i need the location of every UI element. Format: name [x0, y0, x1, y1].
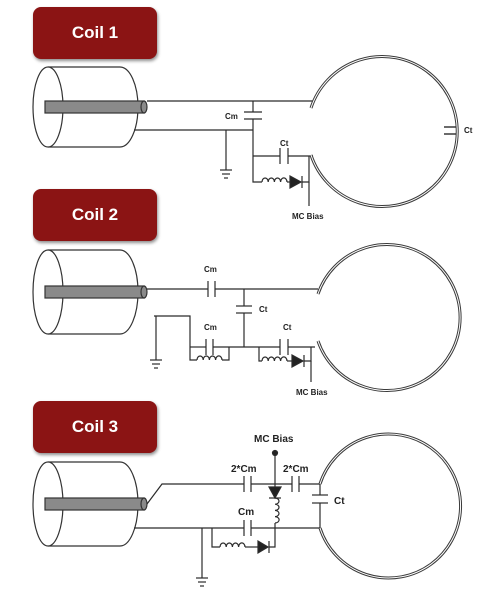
coil-2-circuit [32, 243, 462, 392]
capacitor-icon [205, 339, 214, 355]
coil-2-title: Coil 2 [33, 189, 157, 241]
coax-cable-icon [32, 249, 148, 335]
coil-1-ct-match-label: Ct [280, 139, 289, 148]
coil-3-ct-loop-label: Ct [334, 496, 345, 507]
ground-icon [150, 359, 162, 369]
coil-2-ct-trap-label: Ct [283, 323, 292, 332]
resonator-loop-icon [318, 432, 463, 580]
coil-3-cm-lower-label: Cm [238, 507, 254, 518]
coil-1-cm-label: Cm [225, 112, 238, 121]
inductor-icon [219, 542, 246, 548]
resonator-loop-icon [309, 55, 459, 208]
capacitor-icon [243, 520, 252, 536]
coil-1-circuit [32, 55, 459, 208]
resonator-loop-icon [316, 243, 462, 392]
coil-1-title: Coil 1 [33, 7, 157, 59]
ground-icon [220, 169, 232, 179]
coil-2-cm-lower-label: Cm [204, 323, 217, 332]
diode-icon [257, 539, 270, 555]
inductor-icon [274, 497, 280, 524]
capacitor-icon [207, 281, 216, 297]
inductor-icon [261, 177, 288, 183]
capacitor-icon [312, 494, 328, 504]
capacitor-icon [244, 111, 262, 120]
coil-3-cm-left-label: 2*Cm [231, 464, 257, 475]
capacitor-icon [279, 148, 289, 164]
capacitor-icon [243, 476, 252, 492]
coil-2-cm-series-label: Cm [204, 265, 217, 274]
coil-1-ct-loop-label: Ct [464, 126, 473, 135]
capacitor-icon [279, 339, 289, 355]
coil-2-bias-label: MC Bias [296, 388, 328, 397]
capacitor-icon [291, 476, 300, 492]
diode-icon [291, 353, 305, 369]
coax-cable-icon [32, 461, 148, 547]
coil-3-bias-label: MC Bias [254, 434, 294, 445]
inductor-icon [261, 356, 288, 362]
coil-2-ct-shunt-label: Ct [259, 305, 268, 314]
capacitor-icon [236, 305, 252, 314]
ground-icon [196, 577, 208, 587]
coil-3-circuit [32, 432, 463, 587]
diode-icon [267, 486, 283, 500]
coil-3-title: Coil 3 [33, 401, 157, 453]
coil-3-cm-right-label: 2*Cm [283, 464, 309, 475]
inductor-icon [196, 355, 223, 361]
diode-icon [289, 174, 303, 190]
coax-cable-icon [32, 66, 148, 148]
coil-1-bias-label: MC Bias [292, 212, 324, 221]
